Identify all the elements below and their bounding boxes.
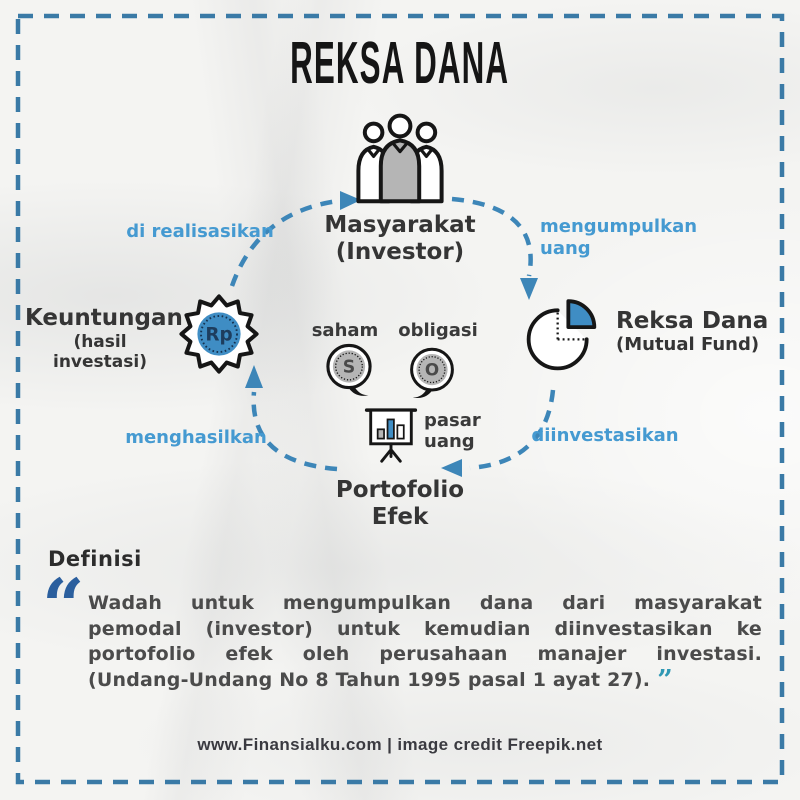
- arrow-arc-realize: [229, 198, 339, 287]
- coin-saham-symbol: S: [343, 358, 356, 378]
- definition-line-text: (Undang-Undang No 8 Tahun 1995 pasal 1 a…: [88, 668, 651, 691]
- investor-label: Masyarakat: [324, 212, 476, 238]
- definition-line: pemodal (investor) untuk kemudian diinve…: [88, 617, 762, 640]
- profit-label: Keuntungan: [25, 305, 183, 331]
- flow-label-invest: diinvestasikan: [531, 425, 679, 446]
- investor-sublabel: (Investor): [335, 239, 465, 265]
- open-quote-icon: “: [42, 564, 85, 650]
- node-profit-label: Keuntungan (hasil investasi): [25, 305, 183, 372]
- pasar-uang-label: pasar uang: [424, 410, 481, 452]
- rp-badge-text: Rp: [205, 324, 232, 345]
- dashed-border: [15, 13, 785, 785]
- rp-badge-icon: Rp: [179, 294, 259, 374]
- close-quote-icon: ”: [657, 664, 673, 696]
- coin-saham-icon: S: [326, 343, 372, 396]
- portfolio-sublabel: Efek: [371, 504, 429, 530]
- page-title-wrap: REKSA DANA: [0, 28, 800, 96]
- coin-obligasi-icon: O: [410, 347, 454, 398]
- investors-people-icon: [356, 113, 444, 204]
- arrow-arc-generate-arrowhead: [245, 365, 263, 388]
- flow-label-generate: menghasilkan: [125, 427, 267, 448]
- presentation-board-icon: [364, 408, 418, 463]
- footer-credit: www.Finansialku.com | image credit Freep…: [197, 735, 603, 754]
- pie-chart-icon: [526, 299, 597, 371]
- flow-label-collect: mengumpulkan uang: [540, 216, 698, 259]
- arrow-arc-generate: [251, 391, 338, 472]
- node-investor-label: Masyarakat (Investor): [300, 212, 500, 266]
- coin-obligasi-symbol: O: [425, 360, 439, 380]
- arrow-arc-collect-arrowhead: [520, 278, 538, 300]
- definition-heading: Definisi: [48, 547, 142, 571]
- profit-sublabel: (hasil investasi): [53, 332, 147, 372]
- arrow-arc-invest-arrowhead: [441, 459, 462, 477]
- portfolio-label: Portofolio: [335, 477, 465, 503]
- mutual-fund-label: Reksa Dana: [616, 308, 769, 334]
- arrow-arc-collect: [451, 196, 533, 277]
- arrow-arc-invest: [469, 389, 556, 471]
- definition-line: portofolio efek oleh perusahaan manajer …: [88, 643, 762, 665]
- node-mutual-fund-label: Reksa Dana (Mutual Fund): [616, 308, 791, 355]
- saham-label: saham: [311, 320, 379, 341]
- mutual-fund-sublabel: (Mutual Fund): [616, 334, 760, 355]
- definition-line: (Undang-Undang No 8 Tahun 1995 pasal 1 a…: [88, 664, 762, 696]
- flow-label-realize: di realisasikan: [126, 221, 274, 242]
- arrow-arc-realize-arrowhead: [340, 191, 361, 210]
- node-portfolio-label: Portofolio Efek: [320, 477, 480, 531]
- page-title: REKSA DANA: [290, 29, 510, 96]
- definition-line: Wadah untuk mengumpulkan dana dari masya…: [88, 592, 762, 614]
- definition-paragraph: Wadah untuk mengumpulkan dana dari masya…: [88, 591, 762, 696]
- obligasi-label: obligasi: [398, 320, 478, 341]
